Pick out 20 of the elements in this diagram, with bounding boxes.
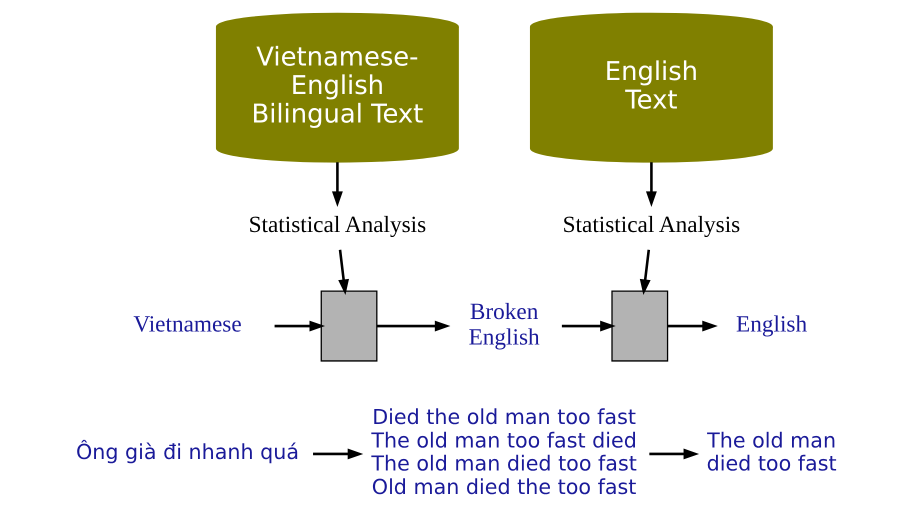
node-text: English: [736, 312, 807, 338]
arrow: [645, 162, 656, 207]
arrow: [312, 448, 363, 460]
node-box: [320, 290, 377, 362]
node-text: Vietnamese: [132, 312, 242, 338]
arrow: [274, 320, 325, 332]
arrow: [648, 448, 699, 460]
node-text: Statistical Analysis: [562, 212, 740, 238]
arrow: [376, 320, 450, 332]
arrow: [331, 162, 342, 207]
node-text: Ông già đi nhanh quá: [76, 440, 299, 464]
arrow: [338, 250, 349, 295]
node-box: [610, 290, 668, 362]
node-text: Statistical Analysis: [248, 212, 426, 238]
node-text: The old man died too fast: [706, 428, 836, 476]
arrow: [561, 320, 616, 332]
node-text: Died the old man too fast The old man too fast died The old man died too fast Old man died the too fast: [370, 405, 636, 499]
arrow: [639, 250, 650, 295]
node-text: Broken English: [468, 298, 540, 351]
arrow: [667, 320, 718, 332]
